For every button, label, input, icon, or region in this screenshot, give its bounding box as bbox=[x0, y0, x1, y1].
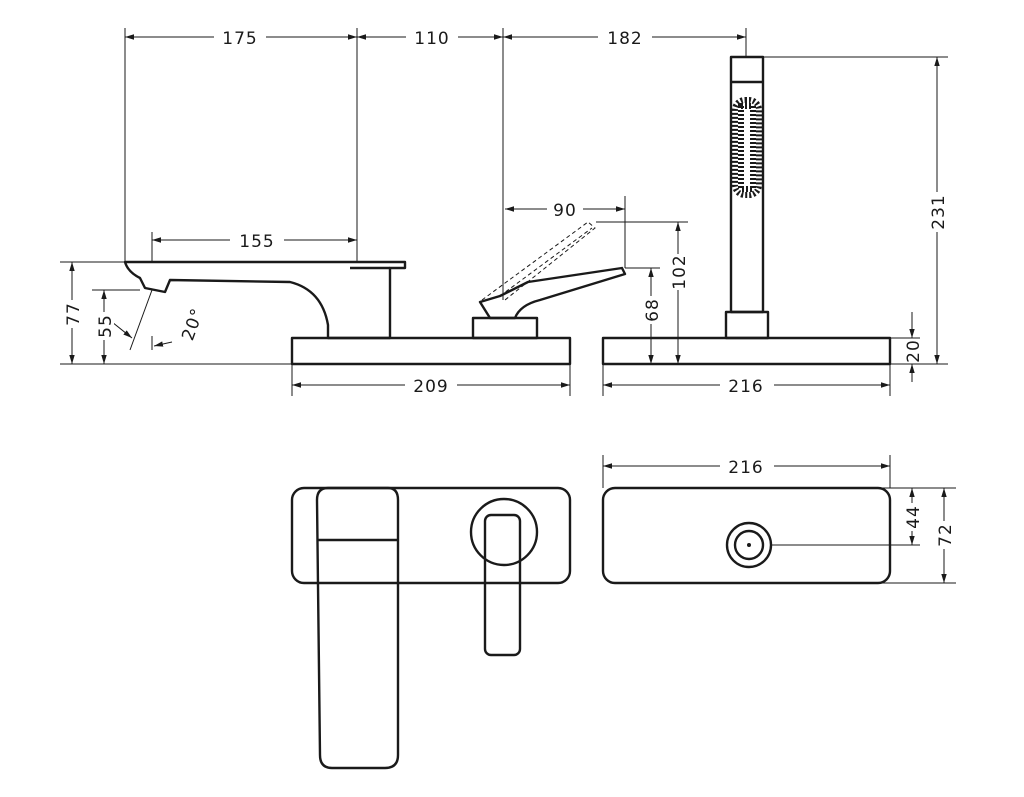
shower-holder bbox=[724, 310, 770, 340]
dimension-labels: 175 110 182 155 90 209 216 216 77 55 20°… bbox=[62, 27, 956, 549]
base-plate-right bbox=[601, 336, 892, 366]
top-plate-right bbox=[601, 486, 892, 585]
dim-182: 182 bbox=[607, 29, 642, 49]
dim-72: 72 bbox=[936, 523, 956, 547]
dim-44: 44 bbox=[904, 505, 924, 529]
dim-155: 155 bbox=[239, 232, 274, 252]
dim-angle-20: 20° bbox=[178, 305, 208, 343]
spout bbox=[123, 260, 407, 340]
dim-231: 231 bbox=[929, 194, 949, 229]
extension-lines bbox=[60, 28, 956, 584]
diverter-lever bbox=[478, 266, 627, 320]
dim-90: 90 bbox=[553, 201, 577, 221]
dim-209: 209 bbox=[413, 377, 448, 397]
spout-top bbox=[315, 486, 400, 770]
dim-20: 20 bbox=[904, 339, 924, 363]
spray-nozzles bbox=[732, 97, 762, 198]
dim-175: 175 bbox=[222, 29, 257, 49]
dim-77: 77 bbox=[64, 302, 84, 326]
handle-lever-top bbox=[483, 513, 522, 657]
dim-68: 68 bbox=[643, 298, 663, 322]
top-plate-left bbox=[290, 486, 572, 585]
dim-216-top: 216 bbox=[728, 458, 763, 478]
dim-55: 55 bbox=[96, 314, 116, 338]
dim-110: 110 bbox=[414, 29, 449, 49]
base-plate-left bbox=[290, 336, 572, 366]
shower-outlet bbox=[725, 521, 773, 569]
lever-raised-position bbox=[481, 221, 596, 301]
handle-base bbox=[471, 316, 539, 340]
dim-102: 102 bbox=[670, 254, 690, 289]
top-view bbox=[290, 486, 892, 770]
dim-216-side: 216 bbox=[728, 377, 763, 397]
dimension-lines bbox=[69, 34, 947, 583]
side-view bbox=[123, 55, 892, 366]
hand-shower bbox=[729, 55, 765, 314]
handle-rosette bbox=[469, 497, 539, 567]
